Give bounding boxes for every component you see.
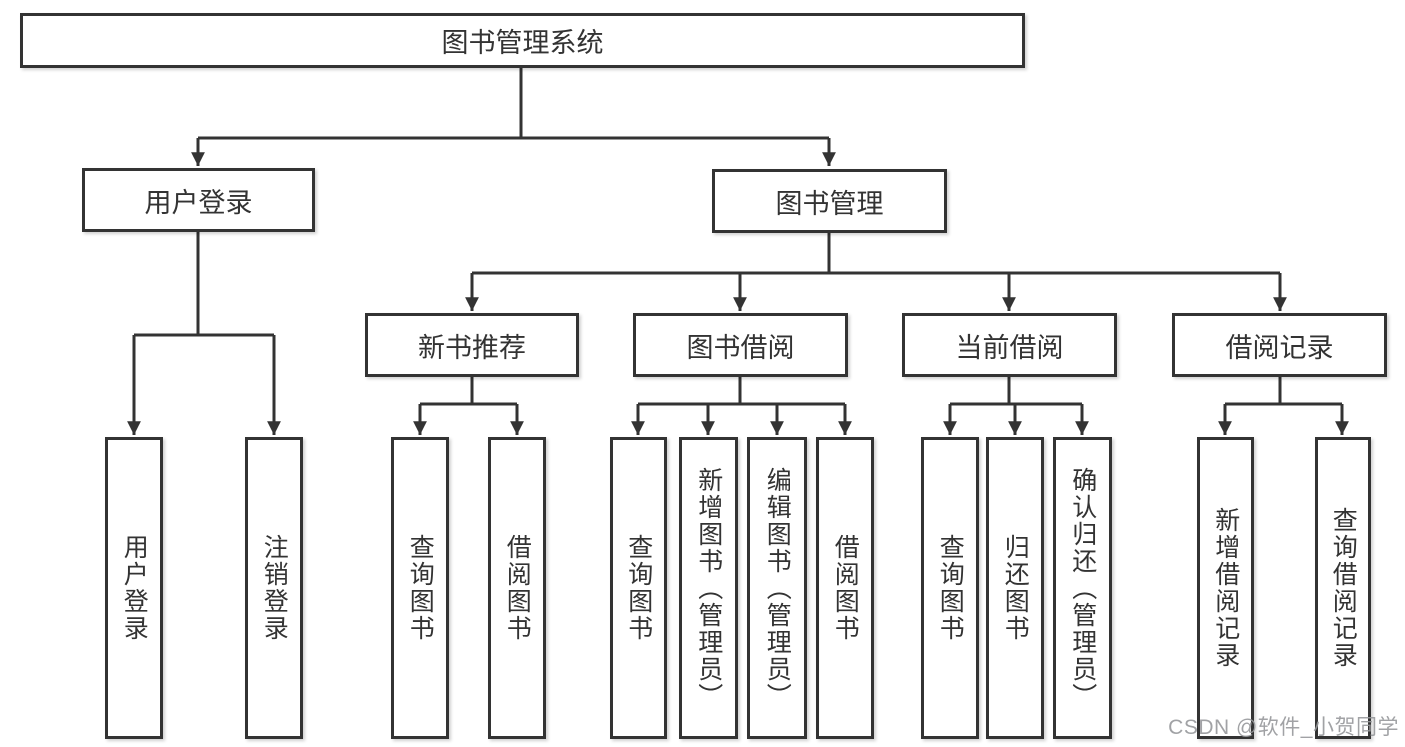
node-leaf-cb-query-book: 查询图书 — [921, 437, 979, 739]
node-label: 借阅图书 — [503, 534, 532, 642]
connector-root-bar — [198, 68, 829, 140]
node-leaf-br-query-record: 查询借阅记录 — [1315, 437, 1371, 739]
node-label: 借阅图书 — [831, 534, 860, 642]
node-label: 查询图书 — [406, 534, 435, 642]
node-leaf-nb-query-book: 查询图书 — [391, 437, 449, 739]
node-root: 图书管理系统 — [20, 13, 1025, 68]
node-book-management: 图书管理 — [712, 169, 947, 233]
node-label: 查询图书 — [624, 534, 653, 642]
node-label: 用户登录 — [144, 187, 253, 218]
connector-bookmgmt-bar — [472, 233, 1280, 275]
connector-newbook-bar — [420, 377, 517, 406]
node-label: 注销登录 — [260, 534, 289, 642]
node-label: 图书管理 — [775, 188, 884, 219]
node-label: 编辑图书（管理员） — [763, 466, 792, 710]
watermark: CSDN @软件_小贺同学 — [1168, 716, 1399, 739]
node-leaf-bb-borrow-book: 借阅图书 — [816, 437, 874, 739]
node-label: 归还图书 — [1001, 534, 1030, 642]
node-leaf-bb-add-book: 新增图书（管理员） — [679, 437, 738, 739]
node-label: 新书推荐 — [418, 332, 526, 363]
node-current-borrow: 当前借阅 — [902, 313, 1117, 377]
node-label: 图书借阅 — [686, 332, 795, 363]
node-label: 查询图书 — [936, 534, 965, 642]
node-label: 查询借阅记录 — [1329, 507, 1358, 669]
node-label: 用户登录 — [120, 534, 149, 642]
connector-bookborrow-bar — [638, 377, 845, 406]
node-leaf-cb-confirm-return: 确认归还（管理员） — [1053, 437, 1112, 739]
node-label: 图书管理系统 — [441, 28, 604, 58]
node-leaf-cb-return-book: 归还图书 — [986, 437, 1044, 739]
node-book-borrow: 图书借阅 — [633, 313, 848, 377]
node-borrow-record: 借阅记录 — [1172, 313, 1387, 377]
connector-currentborrow-bar — [950, 377, 1082, 406]
node-leaf-logout: 注销登录 — [245, 437, 303, 739]
node-label: 当前借阅 — [955, 332, 1064, 363]
connector-borrowrecord-bar — [1225, 377, 1342, 406]
node-leaf-br-add-record: 新增借阅记录 — [1197, 437, 1254, 739]
node-user-login: 用户登录 — [82, 168, 315, 232]
node-leaf-nb-borrow-book: 借阅图书 — [488, 437, 546, 739]
node-label: 新增借阅记录 — [1211, 507, 1240, 669]
node-label: 确认归还（管理员） — [1068, 466, 1097, 710]
node-label: 借阅记录 — [1225, 332, 1334, 363]
node-new-book-recommend: 新书推荐 — [365, 313, 579, 377]
node-leaf-bb-edit-book: 编辑图书（管理员） — [747, 437, 807, 739]
connector-userlogin-bar — [134, 232, 274, 337]
node-label: 新增图书（管理员） — [694, 466, 723, 710]
node-leaf-user-login: 用户登录 — [105, 437, 163, 739]
node-leaf-bb-query-book: 查询图书 — [610, 437, 667, 739]
